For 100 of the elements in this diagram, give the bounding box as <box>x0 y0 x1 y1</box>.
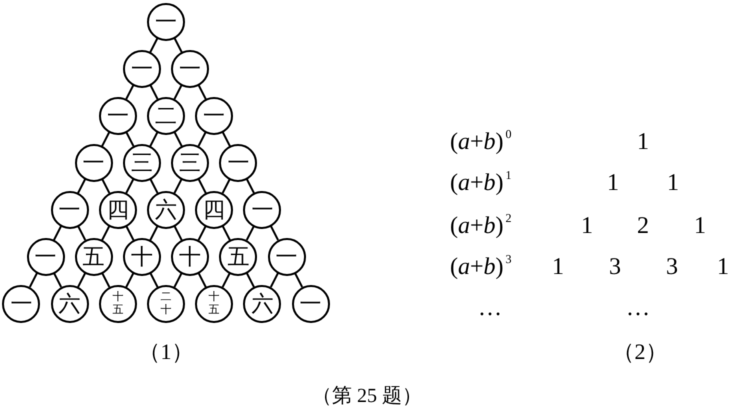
connector-line <box>174 272 183 288</box>
numeral-circle <box>122 50 161 88</box>
connector-line <box>174 84 183 100</box>
chinese-numeral: 十五 <box>208 291 220 316</box>
connector-line <box>198 84 207 100</box>
connector-line <box>198 132 207 146</box>
chinese-numeral: 一 <box>58 198 81 220</box>
coefficient: 1 <box>717 255 729 279</box>
chinese-numeral: 二 <box>155 104 177 126</box>
connector-line <box>77 272 86 288</box>
numeral-circle <box>122 144 161 182</box>
numeral-circle <box>147 190 185 228</box>
chinese-numeral: 四 <box>106 198 129 220</box>
chinese-numeral: 一 <box>10 292 32 314</box>
chinese-numeral: 一 <box>203 104 226 126</box>
numeral-circle <box>147 96 185 134</box>
coefficient: 3 <box>609 255 621 279</box>
connector-line <box>270 226 279 240</box>
ellipsis: … <box>478 296 502 320</box>
coefficient: 1 <box>694 214 706 238</box>
numeral-circle <box>195 96 234 134</box>
chinese-numeral: 六 <box>251 292 274 314</box>
chinese-numeral: 一 <box>34 246 56 268</box>
coefficient: 1 <box>667 171 679 195</box>
chinese-numeral: 一 <box>82 152 105 174</box>
connector-line <box>294 272 304 288</box>
connector-line <box>222 226 231 240</box>
chinese-numeral: 四 <box>203 198 226 220</box>
binomial-expression: (a+b)$^{1}$ <box>450 171 512 195</box>
chinese-numeral: 一 <box>130 58 153 80</box>
chinese-numeral: 三 <box>179 152 202 174</box>
coefficient: 3 <box>666 255 678 279</box>
numeral-circle <box>147 284 185 322</box>
chinese-numeral: 五 <box>227 246 250 268</box>
figure-label: （2） <box>612 341 668 363</box>
connector-line <box>174 226 183 240</box>
connector-line <box>125 132 134 146</box>
connector-line <box>149 272 158 288</box>
connector-line <box>149 178 158 194</box>
connector-line <box>174 38 183 52</box>
connector-line <box>149 132 158 146</box>
numeral-circle <box>98 190 137 228</box>
numeral-circle <box>2 284 40 322</box>
numeral-circle <box>171 50 210 88</box>
chinese-numeral: 六 <box>58 292 81 314</box>
connector-line <box>53 226 62 240</box>
connector-line <box>125 272 134 288</box>
connector-line <box>149 38 158 52</box>
chinese-numeral: 二十 <box>160 291 172 316</box>
connector-line <box>198 178 207 194</box>
numeral-circle <box>219 144 258 182</box>
connector-line <box>101 226 110 240</box>
numeral-circle <box>171 144 210 182</box>
coefficient: 1 <box>637 130 649 154</box>
coefficient: 1 <box>552 255 564 279</box>
chinese-numeral: 十 <box>179 246 202 268</box>
connector-line <box>246 178 255 194</box>
numeral-circle <box>74 144 113 182</box>
numeral-circle <box>50 284 89 322</box>
connector-line <box>101 132 110 146</box>
coefficient: 1 <box>607 171 619 195</box>
numeral-circle <box>171 238 210 276</box>
numeral-circle <box>122 238 161 276</box>
numeral-circle <box>26 238 64 276</box>
numeral-circle <box>195 190 234 228</box>
binomial-expression: (a+b)$^{2}$ <box>450 214 512 238</box>
connector-line <box>222 132 231 146</box>
connector-line <box>174 132 183 146</box>
connector-line <box>77 226 86 240</box>
chinese-numeral: 一 <box>227 152 250 174</box>
numeral-circle <box>243 284 282 322</box>
connector-line <box>270 272 279 288</box>
connector-line <box>222 272 231 288</box>
connector-line <box>53 272 62 288</box>
coefficient: 2 <box>637 214 649 238</box>
binomial-expression: (a+b)$^{0}$ <box>450 130 512 154</box>
chinese-numeral: 一 <box>179 58 202 80</box>
numeral-circle <box>195 284 234 322</box>
numeral-circle <box>292 284 330 322</box>
connector-line <box>149 84 158 100</box>
coefficient: 1 <box>581 214 593 238</box>
connector-line <box>101 178 110 194</box>
numeral-circle <box>74 238 113 276</box>
numeral-circle <box>147 2 185 40</box>
caption: （第 25 题） <box>312 386 422 406</box>
chinese-numeral: 三 <box>130 152 153 174</box>
ellipsis: … <box>626 296 650 320</box>
chinese-numeral: 十五 <box>112 291 124 316</box>
figure-label: （1） <box>138 341 194 363</box>
chinese-numeral: 五 <box>82 246 105 268</box>
connector-line <box>222 178 231 194</box>
chinese-numeral: 一 <box>106 104 129 126</box>
numeral-circle <box>219 238 258 276</box>
connector-line <box>77 178 86 194</box>
chinese-numeral: 一 <box>300 292 322 314</box>
numeral-circle <box>98 284 137 322</box>
connector-line <box>101 272 110 288</box>
chinese-numeral: 一 <box>155 10 177 32</box>
connector-line <box>28 272 38 288</box>
connector-line <box>125 226 134 240</box>
